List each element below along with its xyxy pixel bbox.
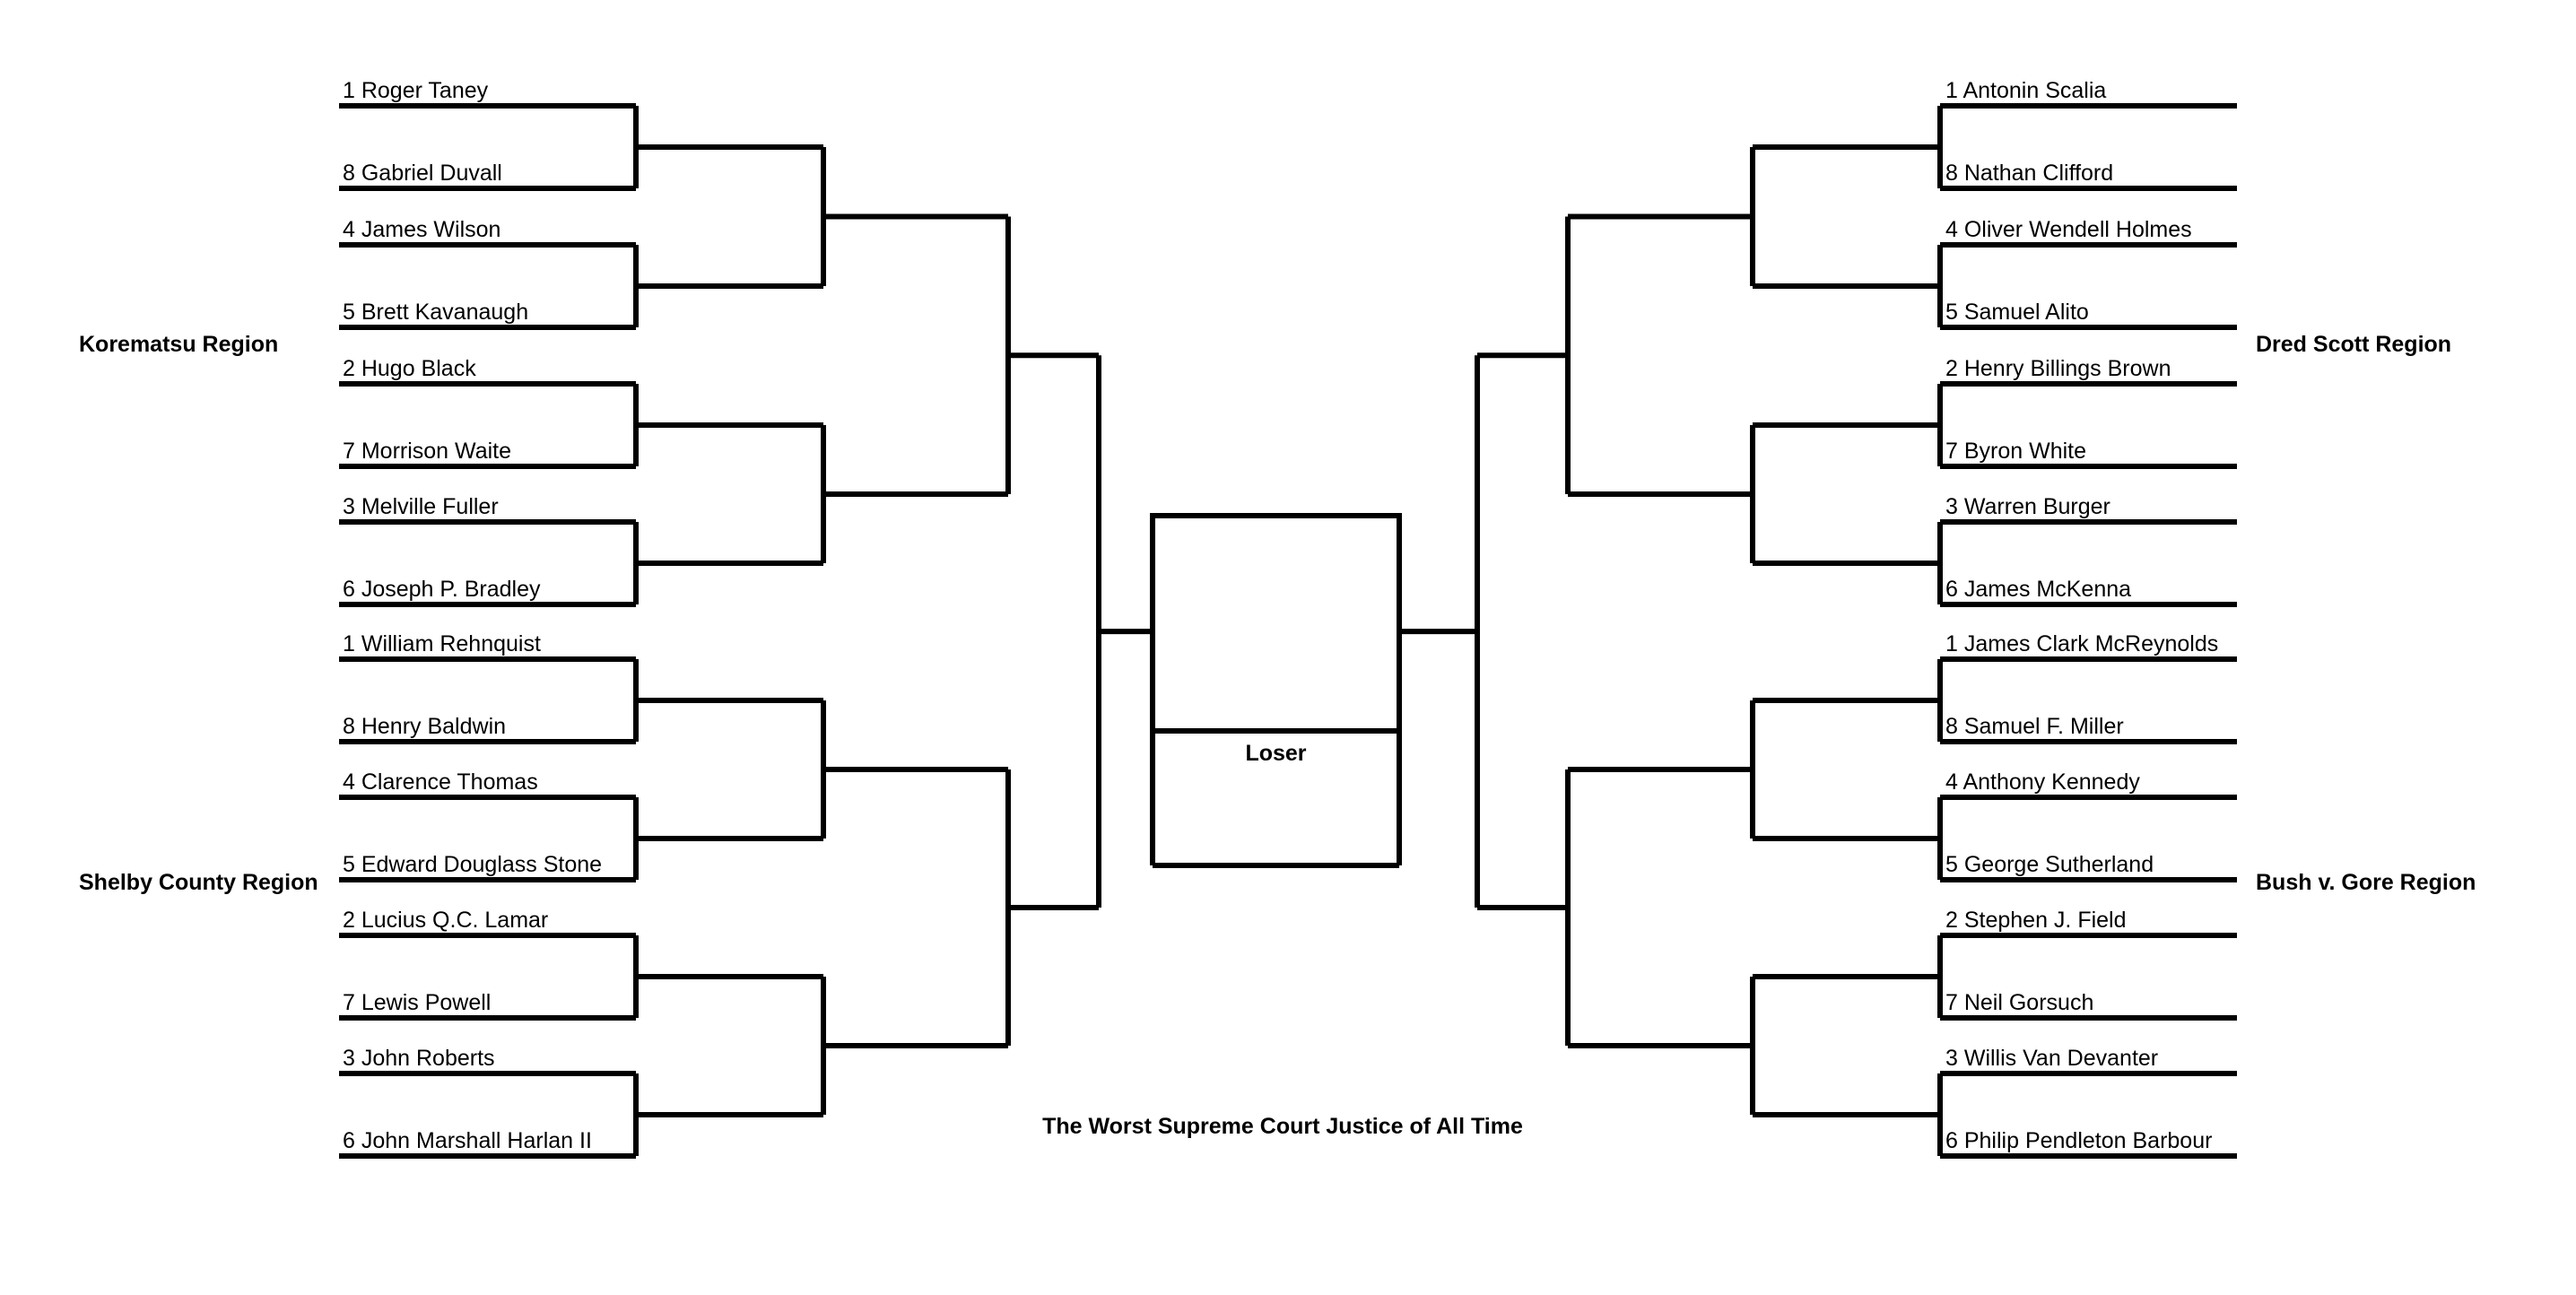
seed-label-right-11: 5 George Sutherland <box>1945 852 2154 877</box>
seed-label-left-11: 5 Edward Douglass Stone <box>343 852 602 877</box>
page-title: The Worst Supreme Court Justice of All T… <box>1042 1114 1523 1139</box>
seed-label-right-3: 5 Samuel Alito <box>1945 300 2089 325</box>
seed-label-right-9: 8 Samuel F. Miller <box>1945 714 2124 739</box>
seed-label-left-14: 3 John Roberts <box>343 1046 495 1071</box>
seed-label-right-2: 4 Oliver Wendell Holmes <box>1945 217 2192 242</box>
seed-label-right-10: 4 Anthony Kennedy <box>1945 769 2140 795</box>
seed-label-right-14: 3 Willis Van Devanter <box>1945 1046 2158 1071</box>
seed-label-left-2: 4 James Wilson <box>343 217 500 242</box>
seed-label-right-6: 3 Warren Burger <box>1945 494 2110 519</box>
seed-label-right-7: 6 James McKenna <box>1945 577 2131 602</box>
seed-label-right-13: 7 Neil Gorsuch <box>1945 990 2093 1015</box>
seed-label-right-4: 2 Henry Billings Brown <box>1945 356 2171 381</box>
seed-label-left-3: 5 Brett Kavanaugh <box>343 300 528 325</box>
seed-label-left-12: 2 Lucius Q.C. Lamar <box>343 908 548 933</box>
seed-label-left-15: 6 John Marshall Harlan II <box>343 1128 592 1153</box>
seed-label-left-5: 7 Morrison Waite <box>343 439 511 464</box>
seed-label-left-7: 6 Joseph P. Bradley <box>343 577 541 602</box>
region-label-shelby: Shelby County Region <box>79 870 318 895</box>
loser-box[interactable] <box>1150 513 1402 734</box>
seed-label-right-12: 2 Stephen J. Field <box>1945 908 2127 933</box>
seed-label-left-10: 4 Clarence Thomas <box>343 769 538 795</box>
region-label-dredscott: Dred Scott Region <box>2256 332 2451 357</box>
region-label-korematsu: Korematsu Region <box>79 332 278 357</box>
seed-label-left-13: 7 Lewis Powell <box>343 990 491 1015</box>
loser-label: Loser <box>1245 741 1306 766</box>
region-label-bushgore: Bush v. Gore Region <box>2256 870 2476 895</box>
seed-label-left-6: 3 Melville Fuller <box>343 494 499 519</box>
bracket-text: 1 Roger Taney 8 Gabriel Duvall 4 James Wil… <box>79 78 2476 1153</box>
seed-label-left-0: 1 Roger Taney <box>343 78 489 103</box>
seed-label-right-8: 1 James Clark McReynolds <box>1945 631 2218 656</box>
bracket-lines <box>339 103 2237 1159</box>
seed-label-left-9: 8 Henry Baldwin <box>343 714 506 739</box>
seed-label-left-8: 1 William Rehnquist <box>343 631 541 656</box>
seed-label-left-1: 8 Gabriel Duvall <box>343 161 502 186</box>
seed-label-right-15: 6 Philip Pendleton Barbour <box>1945 1128 2212 1153</box>
seed-label-right-5: 7 Byron White <box>1945 439 2086 464</box>
seed-label-right-0: 1 Antonin Scalia <box>1945 78 2106 103</box>
seed-label-left-4: 2 Hugo Black <box>343 356 476 381</box>
seed-label-right-1: 8 Nathan Clifford <box>1945 161 2113 186</box>
